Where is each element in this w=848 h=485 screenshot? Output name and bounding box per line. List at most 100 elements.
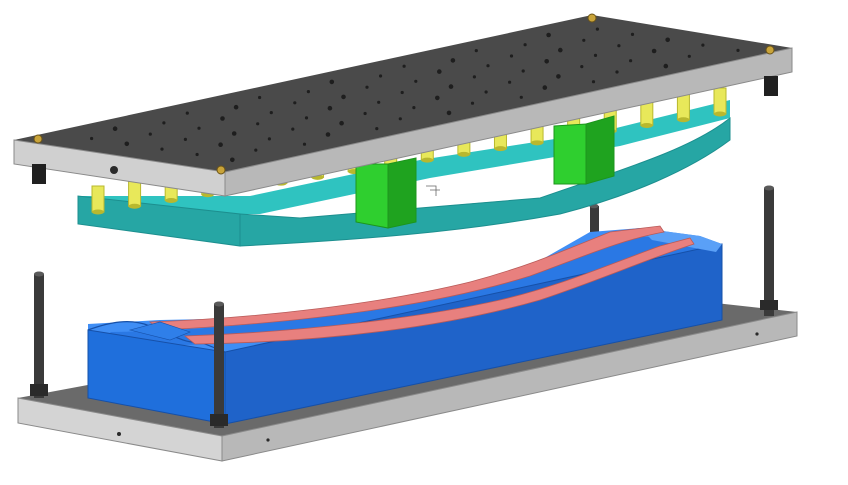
plate-hole: [470, 101, 475, 105]
plate-hole: [112, 126, 118, 131]
upper-plate-right-face: [224, 47, 793, 197]
plate-hole: [630, 32, 635, 37]
corner-bolt: [765, 45, 775, 55]
pillar-base: [677, 117, 690, 123]
green-blocks: [355, 115, 615, 229]
plate-hole: [291, 127, 295, 131]
plate-hole: [377, 100, 381, 104]
spring-pillar: [91, 185, 105, 215]
strip-detail: [128, 321, 191, 341]
plate-hole: [450, 58, 456, 63]
plate-hole: [615, 70, 619, 74]
plate-hole: [437, 69, 442, 74]
pillar-base: [494, 146, 507, 152]
plate-hole: [651, 48, 657, 54]
plate-hole: [519, 95, 523, 99]
pillar-body: [91, 185, 105, 213]
green-block-side: [387, 157, 417, 229]
plate-hole: [398, 117, 402, 121]
strip-upper: [148, 225, 665, 331]
plate-hole: [414, 79, 418, 83]
plate-hole: [582, 38, 586, 42]
plate-hole: [508, 80, 512, 84]
plate-hole: [254, 148, 258, 152]
corner-bolt: [33, 134, 43, 144]
plate-hole: [160, 147, 164, 151]
plate-hole: [472, 75, 476, 79]
plate-hole: [124, 141, 130, 147]
plate-hole: [302, 142, 307, 146]
small-marker: [426, 185, 440, 196]
plate-hole: [195, 152, 199, 157]
plate-hole: [663, 63, 669, 69]
plate-hole: [185, 111, 189, 115]
plate-hole: [379, 74, 383, 78]
guide-post-collar: [760, 300, 778, 310]
plate-hole: [293, 101, 297, 105]
stripper-top: [78, 100, 730, 214]
guide-post-cap: [764, 185, 774, 191]
plate-hole: [327, 105, 333, 111]
pillar-base: [457, 151, 470, 157]
corner-bolt: [587, 13, 597, 23]
plate-hole: [412, 106, 416, 110]
plate-hole: [580, 65, 584, 69]
green-block-front: [355, 163, 389, 229]
side-fitting: [110, 166, 118, 174]
guide-post-collar: [30, 384, 48, 396]
plate-hole: [544, 59, 549, 64]
plate-hole: [197, 126, 201, 130]
plate-hole: [267, 137, 271, 141]
guide-post-cap: [214, 301, 224, 307]
pillar-base: [531, 140, 544, 146]
plate-hole: [230, 157, 235, 163]
plate-hole: [363, 111, 367, 116]
plate-hole: [556, 74, 561, 79]
plate-hole: [400, 90, 404, 95]
pillar-base: [165, 197, 178, 203]
formed-strip: [128, 225, 695, 345]
pillar-base: [640, 123, 653, 129]
plate-hole: [148, 132, 152, 136]
guide-post-collar: [210, 414, 228, 426]
plate-hole: [365, 85, 369, 89]
guide-post: [214, 304, 224, 428]
plate-hole: [233, 104, 239, 110]
plate-hole: [701, 43, 705, 47]
pillar-body: [128, 179, 142, 207]
plate-hole: [736, 48, 740, 53]
plate-hole: [256, 122, 260, 126]
guide-posts-front: [30, 271, 228, 428]
plate-hole: [509, 54, 514, 58]
lower-plate-hole: [755, 332, 759, 336]
plate-hole: [162, 121, 166, 125]
plate-hole: [665, 37, 670, 43]
plate-hole: [593, 53, 598, 58]
plate-hole: [595, 27, 600, 31]
plate-hole: [523, 43, 527, 47]
plate-hole: [484, 90, 488, 94]
plate-hole: [341, 94, 346, 100]
pillar-base: [421, 157, 434, 163]
bushing: [32, 164, 46, 184]
plate-hole: [339, 120, 344, 126]
plate-hole: [375, 127, 379, 131]
green-block-front: [553, 123, 587, 185]
pillar-base: [714, 111, 726, 117]
upper-plate-holes: [90, 27, 740, 163]
corner-bolt: [216, 165, 226, 175]
plate-hole: [325, 132, 331, 137]
guide-post: [764, 188, 774, 316]
plate-hole: [591, 80, 596, 84]
plate-hole: [546, 32, 551, 38]
plate-hole: [617, 44, 621, 48]
plate-hole: [687, 54, 691, 58]
spring-pillar: [128, 179, 142, 209]
plate-hole: [402, 64, 406, 68]
lower-plate-hole: [266, 438, 270, 442]
plate-hole: [218, 142, 223, 147]
strip-lower: [183, 237, 695, 345]
plate-hole: [231, 131, 237, 136]
